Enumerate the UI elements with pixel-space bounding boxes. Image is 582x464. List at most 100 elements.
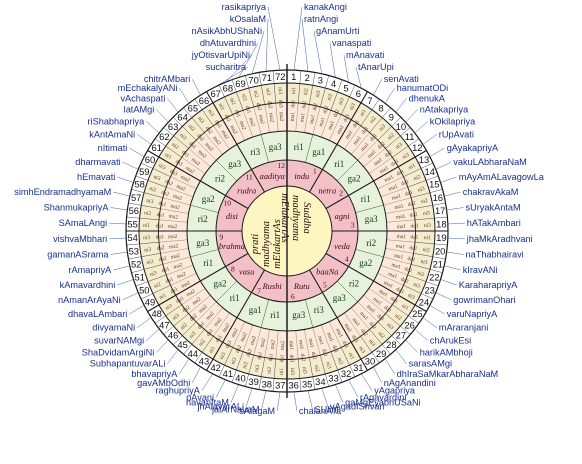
ragam-name: kOsalaM bbox=[230, 14, 266, 24]
ma-swara: ma2 bbox=[259, 338, 267, 349]
ma-swara: ma2 bbox=[228, 124, 238, 135]
ri-ga-divider bbox=[216, 160, 237, 181]
ga-swara: ga2 bbox=[214, 278, 227, 288]
ni-swara: ni2 bbox=[153, 282, 162, 290]
mela-divider bbox=[369, 107, 391, 133]
dha-swara: da1 bbox=[341, 340, 350, 350]
ragam-leader bbox=[321, 388, 329, 407]
ragam-name: sUryakAntaM bbox=[466, 203, 521, 213]
mela-divider bbox=[131, 264, 163, 273]
mela-divider bbox=[407, 175, 439, 188]
ragam-leader bbox=[446, 251, 464, 255]
melakarta-number: 69 bbox=[235, 78, 245, 89]
ma-swara: ma1 bbox=[288, 341, 294, 351]
ragam-name: kOkilapriya bbox=[430, 116, 476, 126]
ragam-name: sucharitra bbox=[206, 62, 247, 72]
mela-divider-inner bbox=[170, 273, 196, 286]
ma-swara: ma1 bbox=[373, 157, 384, 168]
melakarta-number: 51 bbox=[134, 272, 144, 283]
ragam-leader bbox=[167, 349, 179, 364]
ma-swara: ma1 bbox=[397, 224, 407, 230]
mela-divider bbox=[131, 189, 163, 198]
mela-divider-inner bbox=[195, 139, 217, 161]
mela-divider-inner bbox=[381, 265, 408, 276]
dha-swara: da3 bbox=[288, 354, 294, 362]
dha-swara: da1 bbox=[320, 348, 328, 358]
ga-swara: ga3 bbox=[196, 238, 209, 248]
melakarta-number: 39 bbox=[248, 376, 258, 387]
mela-divider bbox=[135, 274, 167, 287]
mela-divider bbox=[297, 70, 302, 104]
melakarta-number: 37 bbox=[275, 380, 285, 391]
ni-swara: ni3 bbox=[349, 102, 358, 111]
chakra-number: 7 bbox=[257, 286, 261, 295]
mela-divider-inner bbox=[344, 313, 361, 337]
ma-swara: ma2 bbox=[179, 174, 190, 184]
ragam-name: suvarNAMgi bbox=[94, 336, 144, 346]
wheel-rings bbox=[125, 64, 449, 398]
ri-ga-divider bbox=[355, 204, 384, 213]
dha-swara: da3 bbox=[213, 119, 222, 129]
mela-divider bbox=[126, 216, 160, 221]
ni-swara: ni3 bbox=[230, 357, 238, 366]
ni-swara: ni1 bbox=[208, 345, 217, 354]
ga-swara: ga1 bbox=[312, 147, 325, 157]
ni-swara: ni2 bbox=[266, 366, 273, 374]
melakarta-number: 42 bbox=[210, 362, 220, 373]
ragam-leader bbox=[440, 279, 457, 286]
mela-divider-inner bbox=[213, 313, 230, 337]
mela-divider bbox=[411, 264, 443, 273]
dha-swara: da3 bbox=[175, 296, 185, 305]
ragam-leader bbox=[429, 305, 445, 315]
mela-divider-inner bbox=[384, 197, 412, 206]
ni-swara: ni1 bbox=[408, 163, 417, 172]
melakarta-number: 67 bbox=[210, 88, 220, 99]
dha-swara: da2 bbox=[204, 125, 214, 135]
ragam-leader bbox=[179, 88, 190, 104]
mela-divider bbox=[183, 329, 205, 355]
mela-divider bbox=[320, 355, 329, 387]
ragam-name: rasikapriya bbox=[222, 2, 267, 12]
mela-divider bbox=[309, 72, 316, 105]
ni-swara: ni3 bbox=[146, 198, 154, 205]
dha-swara: da1 bbox=[215, 334, 224, 344]
ragam-leader bbox=[444, 265, 461, 271]
ma-swara: ma2 bbox=[278, 112, 284, 122]
mela-divider bbox=[414, 216, 448, 221]
ni-swara: ni3 bbox=[172, 313, 181, 322]
center-right-line-3: mElakartAs bbox=[279, 193, 290, 243]
dha-swara: da1 bbox=[180, 149, 190, 159]
mela-divider-inner bbox=[351, 307, 370, 330]
ni-swara: ni3 bbox=[219, 351, 228, 360]
dha-swara: da2 bbox=[359, 328, 369, 338]
mela-divider-inner bbox=[321, 110, 332, 137]
melakarta-number: 68 bbox=[223, 83, 233, 94]
mela-divider-inner bbox=[312, 106, 321, 134]
melakarta-number: 22 bbox=[429, 272, 439, 283]
ragam-name: navanItaM bbox=[186, 398, 229, 408]
chakra-number: 12 bbox=[278, 161, 286, 170]
chakra-name: Rutu bbox=[293, 282, 310, 291]
ragam-name: mEchakalyANi bbox=[118, 83, 178, 93]
ma-swara: ma1 bbox=[387, 271, 398, 280]
melakarta-number: 41 bbox=[223, 368, 233, 379]
ga-swara: ga2 bbox=[359, 258, 372, 268]
ni-swara: ni3 bbox=[357, 346, 366, 355]
dha-swara: da1 bbox=[205, 328, 215, 338]
ri-swara: ri2 bbox=[366, 238, 376, 248]
ni-swara: ni3 bbox=[240, 93, 248, 102]
dha-swara: da2 bbox=[235, 344, 244, 354]
ragam-name: kAmavardhini bbox=[60, 280, 116, 290]
dha-swara: da2 bbox=[400, 276, 410, 285]
ragam-name: senAvati bbox=[384, 74, 419, 84]
dha-swara: da2 bbox=[377, 141, 387, 151]
dha-swara: da1 bbox=[268, 353, 275, 362]
mela-divider bbox=[140, 162, 171, 177]
ri-swara: ri3 bbox=[314, 305, 324, 315]
melakarta-number: 21 bbox=[433, 259, 443, 270]
mela-divider-inner bbox=[312, 328, 321, 356]
ragam-name: ShaDvidamArgiNi bbox=[82, 348, 155, 358]
ma-swara: ma1 bbox=[395, 243, 405, 250]
dha-swara: da1 bbox=[161, 266, 171, 274]
dha-swara: da1 bbox=[404, 190, 414, 198]
